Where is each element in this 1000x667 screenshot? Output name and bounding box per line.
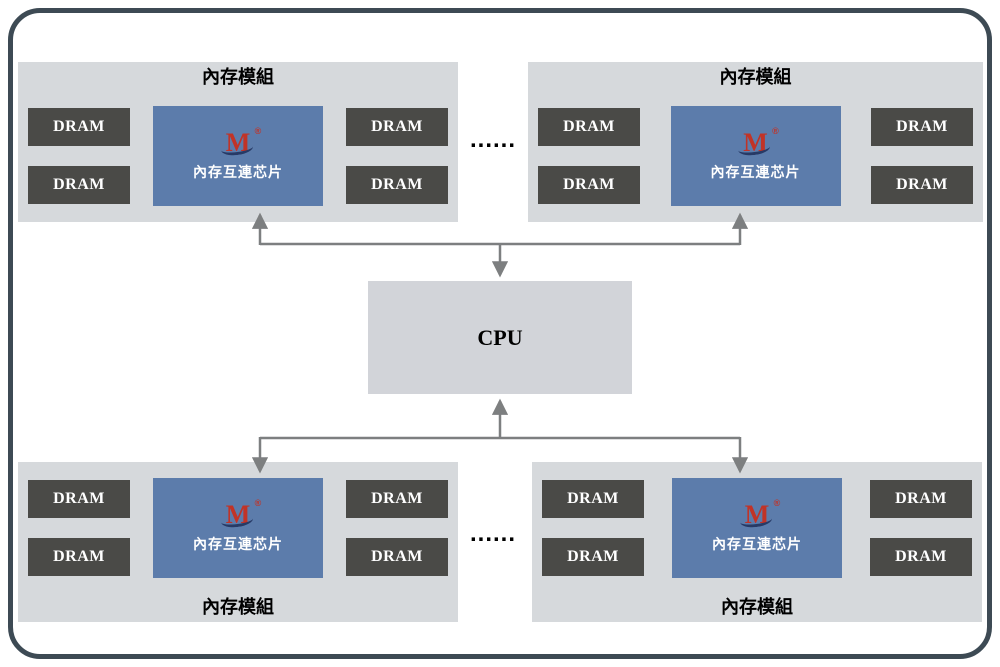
dram-column-left: DRAM DRAM	[538, 108, 640, 204]
interconnect-chip: M ® 內存互連芯片	[153, 106, 323, 206]
dram-chip: DRAM	[870, 538, 972, 576]
interconnect-chip: M ® 內存互連芯片	[672, 478, 842, 578]
module-title: 內存模組	[721, 597, 793, 617]
module-title: 內存模組	[202, 67, 274, 87]
logo-letter: M	[225, 128, 251, 157]
chip-label: 內存互連芯片	[193, 164, 283, 180]
dram-chip: DRAM	[871, 108, 973, 146]
montage-logo: M ®	[220, 127, 261, 157]
logo-letter: M	[743, 128, 768, 157]
chip-label: 內存互連芯片	[712, 536, 802, 552]
module-content-row: DRAM DRAM M ® 內存互連芯片 DRAM DRAM	[528, 90, 983, 222]
dram-column-left: DRAM DRAM	[28, 108, 130, 204]
interconnect-chip: M ® 內存互連芯片	[670, 106, 841, 206]
memory-module-bottom-left: 內存模組 DRAM DRAM M ® 內存互連芯片 DRAM DRAM	[18, 462, 458, 622]
memory-module-bottom-right: 內存模組 DRAM DRAM M ® 內存互連芯片 DRAM DRAM	[532, 462, 982, 622]
module-content-row: DRAM DRAM M ® 內存互連芯片 DRAM DRAM	[18, 462, 458, 594]
montage-logo: M ®	[739, 499, 780, 529]
module-content-row: DRAM DRAM M ® 內存互連芯片 DRAM DRAM	[18, 90, 458, 222]
dram-chip: DRAM	[538, 166, 640, 204]
ellipsis-top: ......	[469, 126, 516, 153]
chip-label: 內存互連芯片	[193, 536, 283, 552]
logo-letter: M	[225, 500, 251, 529]
dram-chip: DRAM	[28, 480, 130, 518]
registered-mark: ®	[772, 126, 779, 136]
ellipsis-bottom: ......	[469, 520, 516, 547]
dram-chip: DRAM	[871, 166, 973, 204]
montage-logo: M ®	[220, 499, 261, 529]
dram-column-right: DRAM DRAM	[870, 480, 972, 576]
dram-chip: DRAM	[542, 538, 644, 576]
module-title: 內存模組	[202, 597, 274, 617]
dram-column-left: DRAM DRAM	[542, 480, 644, 576]
registered-mark: ®	[254, 126, 262, 136]
dram-chip: DRAM	[346, 538, 448, 576]
montage-logo: M ®	[737, 127, 779, 157]
logo-letter: M	[744, 500, 770, 529]
registered-mark: ®	[773, 498, 781, 508]
memory-module-top-left: 內存模組 DRAM DRAM M ® 內存互連芯片 DRAM DRAM	[18, 62, 458, 222]
module-title: 內存模組	[719, 67, 792, 87]
chip-label: 內存互連芯片	[710, 164, 801, 180]
dram-chip: DRAM	[346, 480, 448, 518]
dram-chip: DRAM	[542, 480, 644, 518]
cpu-box: CPU	[368, 281, 632, 394]
dram-chip: DRAM	[28, 166, 130, 204]
registered-mark: ®	[254, 498, 262, 508]
module-content-row: DRAM DRAM M ® 內存互連芯片 DRAM DRAM	[532, 462, 982, 594]
dram-chip: DRAM	[28, 108, 130, 146]
dram-chip: DRAM	[28, 538, 130, 576]
dram-chip: DRAM	[346, 166, 448, 204]
interconnect-chip: M ® 內存互連芯片	[153, 478, 323, 578]
dram-column-left: DRAM DRAM	[28, 480, 130, 576]
dram-column-right: DRAM DRAM	[346, 108, 448, 204]
dram-chip: DRAM	[870, 480, 972, 518]
dram-chip: DRAM	[538, 108, 640, 146]
memory-module-top-right: 內存模組 DRAM DRAM M ® 內存互連芯片 DRAM DRAM	[528, 62, 983, 222]
dram-chip: DRAM	[346, 108, 448, 146]
dram-column-right: DRAM DRAM	[871, 108, 973, 204]
dram-column-right: DRAM DRAM	[346, 480, 448, 576]
